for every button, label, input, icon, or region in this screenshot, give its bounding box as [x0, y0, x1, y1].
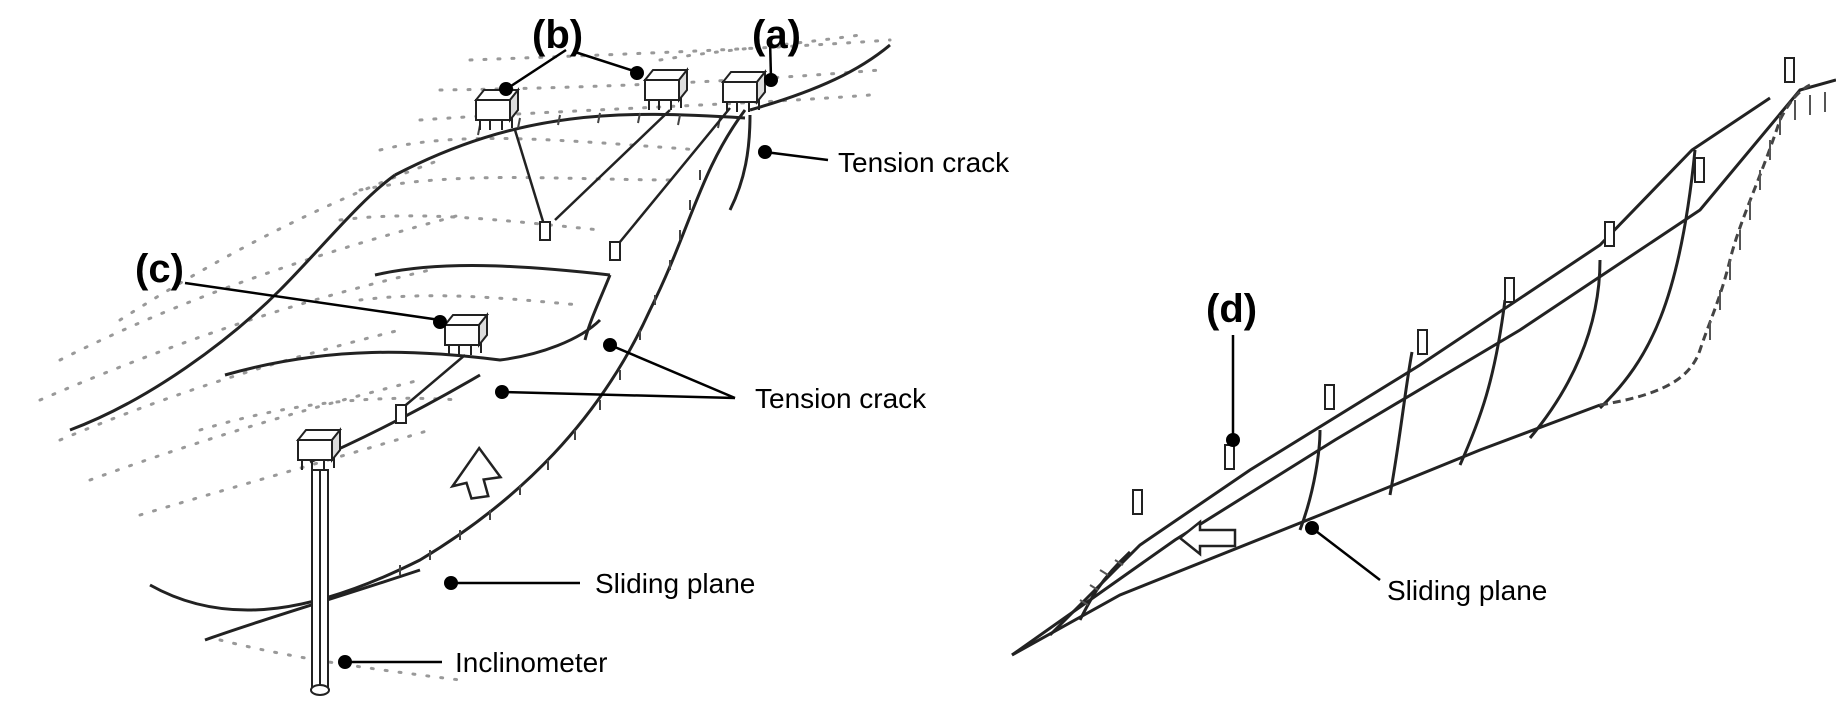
marker-d: (d)	[1206, 287, 1257, 331]
left-landslide-sketch: (b) (a) (c) Tension crack Tension crack …	[38, 13, 1010, 696]
label-inclinometer: Inclinometer	[455, 647, 608, 678]
label-dots-left	[338, 66, 778, 669]
marker-a: (a)	[752, 13, 801, 57]
right-cross-section: (d) Sliding plane	[1011, 57, 1836, 657]
movement-arrow-left	[449, 445, 503, 500]
strain-gauge-posts	[1132, 57, 1795, 515]
extensometer-anchors	[395, 221, 621, 424]
label-dots-right	[1226, 433, 1319, 535]
rear-scarp	[1599, 83, 1811, 407]
rear-scarp-hatching	[1079, 92, 1826, 606]
leader-lines-left	[184, 39, 829, 664]
extensometer-box-c	[444, 314, 488, 356]
movement-arrow-right	[1177, 519, 1237, 557]
extensometer-box-b-left	[475, 89, 519, 131]
leader-lines-right	[1231, 335, 1381, 581]
scarp-hatching	[399, 112, 721, 575]
inclinometer-box	[297, 429, 341, 471]
marker-b: (b)	[532, 13, 583, 57]
label-tension-crack-top: Tension crack	[838, 147, 1010, 178]
extensometer-box-a	[722, 71, 766, 113]
terrain-stipple	[38, 33, 892, 682]
slope-lines	[1011, 78, 1836, 657]
label-sliding-plane-left: Sliding plane	[595, 568, 755, 599]
extensometer-box-b-right	[644, 69, 688, 111]
label-sliding-plane-right: Sliding plane	[1387, 575, 1547, 606]
extensometer-wires	[399, 107, 731, 411]
inclinometer-shaft	[310, 469, 330, 696]
marker-c: (c)	[135, 247, 184, 291]
label-tension-crack-mid: Tension crack	[755, 383, 927, 414]
